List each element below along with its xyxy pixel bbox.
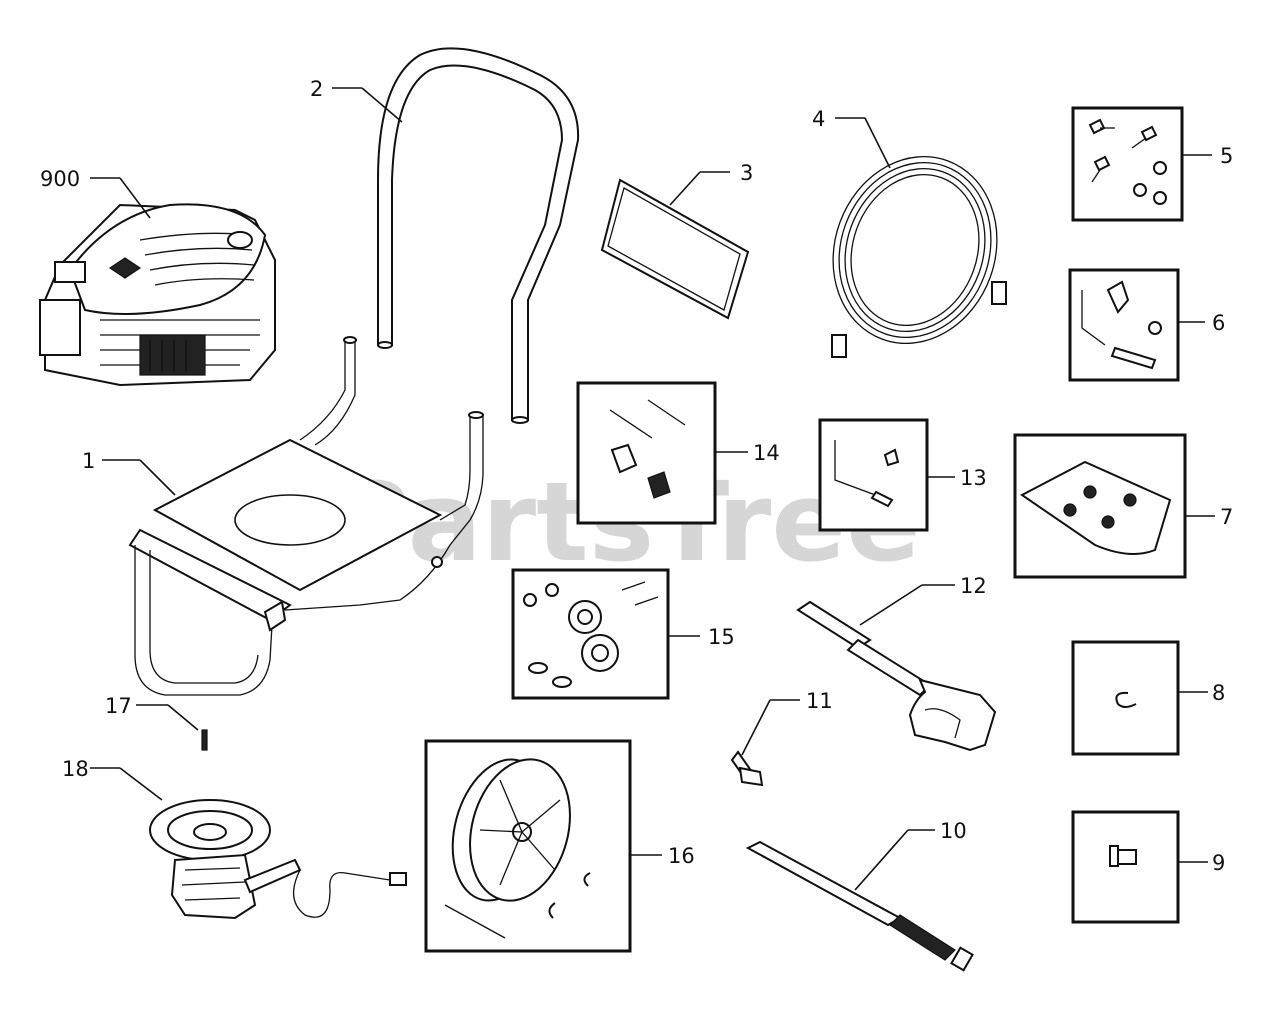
callout-15: 15 (708, 625, 735, 649)
callout-9: 9 (1212, 851, 1225, 875)
callout-7: 7 (1220, 505, 1233, 529)
wheel-hardware-illustration (523, 581, 659, 688)
callout-16: 16 (668, 844, 695, 868)
pin-illustration[interactable] (201, 729, 208, 751)
callout-5: 5 (1220, 144, 1233, 168)
callout-3: 3 (740, 161, 753, 185)
handle-illustration[interactable] (377, 47, 580, 424)
box-8[interactable] (1071, 640, 1180, 756)
frame-illustration[interactable] (128, 336, 484, 696)
callout-2: 2 (310, 77, 323, 101)
callout-11: 11 (806, 689, 833, 713)
box-15[interactable] (511, 568, 670, 700)
wand-illustration[interactable] (745, 840, 974, 972)
key-kit-illustration (1081, 280, 1162, 370)
callout-13: 13 (960, 466, 987, 490)
fitting-illustration (1109, 845, 1137, 867)
bolt-kit-illustration (1088, 118, 1167, 205)
box-14[interactable] (576, 381, 717, 525)
wheel-illustration (444, 758, 591, 939)
pump-illustration[interactable] (149, 799, 407, 920)
callout-14: 14 (753, 441, 780, 465)
box-13[interactable] (818, 418, 929, 532)
clip-illustration (1115, 691, 1137, 708)
nozzle-pack-illustration (1020, 460, 1172, 555)
callout-18: 18 (62, 757, 89, 781)
decal-plate-illustration[interactable] (600, 178, 750, 320)
callout-900: 900 (40, 167, 80, 191)
spray-gun-illustration[interactable] (796, 600, 997, 752)
callout-1: 1 (82, 449, 95, 473)
bolt-knob-kit-illustration (609, 399, 686, 499)
callout-10: 10 (940, 819, 967, 843)
callout-12: 12 (960, 574, 987, 598)
nozzle-illustration[interactable] (730, 750, 764, 787)
callout-8: 8 (1212, 681, 1225, 705)
box-9[interactable] (1071, 810, 1180, 924)
hose-illustration[interactable] (807, 133, 1022, 366)
callout-6: 6 (1212, 311, 1225, 335)
lkey-kit-illustration (834, 440, 900, 508)
callout-17: 17 (105, 694, 132, 718)
engine-illustration[interactable] (39, 203, 276, 387)
callout-4: 4 (812, 107, 825, 131)
